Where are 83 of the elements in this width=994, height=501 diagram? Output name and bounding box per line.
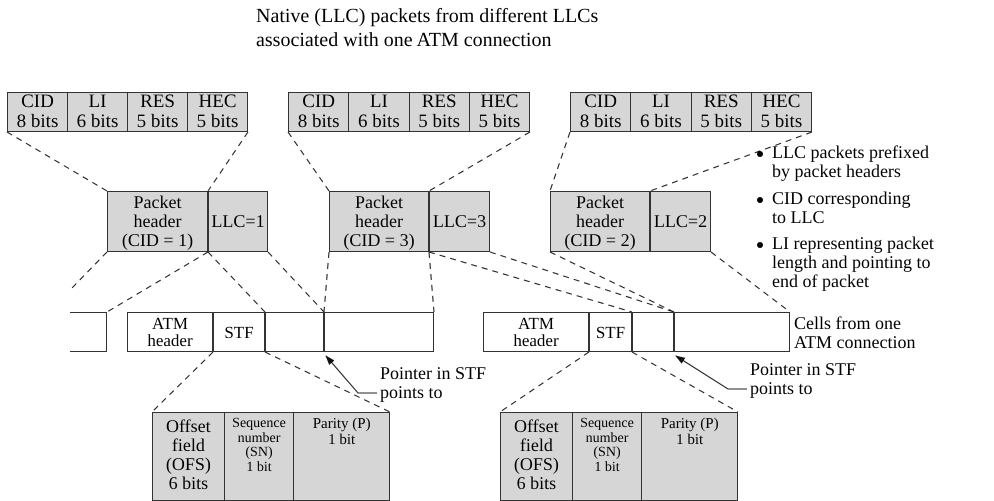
projection-line bbox=[490, 251, 674, 313]
bit-width: 8 bits bbox=[298, 112, 340, 132]
bit-width: 5 bits bbox=[418, 112, 460, 132]
field-name: LI bbox=[370, 92, 388, 112]
field-name: HEC bbox=[198, 92, 236, 112]
cell-box bbox=[70, 312, 107, 352]
bit-width: 5 bits bbox=[136, 112, 178, 132]
field-group-box bbox=[7, 92, 248, 132]
field-name: CID bbox=[302, 92, 335, 112]
field-box: LLC=2 bbox=[650, 191, 711, 252]
field-box: LLC=1 bbox=[208, 191, 268, 252]
pointer-arrow bbox=[325, 355, 377, 394]
projection-line bbox=[500, 352, 590, 412]
projection-line bbox=[152, 352, 214, 412]
field-name: Sequence number (SN) bbox=[231, 417, 287, 461]
bit-width: 1 bit bbox=[676, 432, 704, 448]
bit-width: 6 bits bbox=[76, 112, 118, 132]
projection-line bbox=[264, 352, 390, 412]
bit-width: 5 bits bbox=[478, 112, 520, 132]
projection-line bbox=[208, 132, 248, 192]
projection-line bbox=[550, 252, 674, 312]
bit-width: 5 bits bbox=[760, 112, 802, 132]
bit-width: 6 bits bbox=[358, 112, 400, 132]
bit-width: 1 bit bbox=[246, 461, 272, 476]
pointer-note: Pointer in STF points to bbox=[380, 364, 515, 404]
cell-box bbox=[265, 312, 324, 352]
field-group-box bbox=[500, 412, 738, 501]
bit-width: 1 bit bbox=[328, 432, 356, 448]
projection-line bbox=[428, 252, 435, 312]
pointer-arrow bbox=[675, 355, 747, 390]
field-name: LI bbox=[652, 92, 670, 112]
bit-width: 8 bits bbox=[580, 112, 622, 132]
bullet-note: LLC packets prefixed by packet headers bbox=[772, 143, 930, 181]
projection-line bbox=[288, 132, 330, 192]
projection-line bbox=[428, 251, 632, 313]
field-group-box bbox=[152, 412, 390, 501]
field-name: RES bbox=[140, 92, 175, 112]
field-box: STF bbox=[213, 312, 265, 352]
field-name: Parity (P) bbox=[312, 417, 371, 433]
bit-width: 5 bits bbox=[700, 112, 742, 132]
field-name: CID bbox=[21, 92, 54, 112]
bit-width: 6 bits bbox=[168, 474, 208, 493]
projection-line bbox=[70, 252, 108, 290]
bullet-note: LI representing packet length and pointing to end of packet bbox=[772, 234, 935, 291]
pointer-note: Pointer in STF points to bbox=[750, 360, 885, 400]
projection-line bbox=[208, 252, 266, 312]
field-box: ATM header bbox=[483, 312, 589, 352]
field-box: ATM header bbox=[127, 312, 213, 352]
bit-width: 5 bits bbox=[196, 112, 238, 132]
cell-box bbox=[324, 312, 434, 352]
projection-line bbox=[268, 252, 324, 312]
projection-line bbox=[6, 132, 108, 192]
field-box: STF bbox=[589, 312, 632, 352]
field-group-box bbox=[570, 92, 812, 132]
cells-label: Cells from one ATM connection bbox=[794, 314, 916, 352]
projection-line bbox=[632, 352, 738, 412]
field-box: Packet header (CID = 2) bbox=[550, 191, 650, 252]
field-name: Offset field (OFS) bbox=[512, 417, 560, 474]
field-name: CID bbox=[584, 92, 617, 112]
field-group-box bbox=[288, 92, 530, 132]
bit-width: 1 bit bbox=[594, 461, 620, 476]
field-name: Sequence number (SN) bbox=[579, 417, 635, 461]
bullet-note: CID corresponding to LLC bbox=[772, 189, 912, 227]
field-name: HEC bbox=[480, 92, 518, 112]
bit-width: 6 bits bbox=[516, 474, 556, 493]
projection-line bbox=[549, 132, 571, 192]
field-name: RES bbox=[422, 92, 457, 112]
bit-width: 8 bits bbox=[16, 112, 58, 132]
field-name: RES bbox=[704, 92, 739, 112]
projection-line bbox=[428, 132, 530, 192]
field-box: Packet header (CID = 1) bbox=[107, 191, 208, 252]
cell-box bbox=[632, 312, 674, 352]
title: Native (LLC) packets from different LLCs associated with one ATM connection bbox=[256, 4, 600, 52]
projection-line bbox=[106, 252, 208, 312]
field-name: Offset field (OFS) bbox=[164, 417, 212, 474]
field-name: HEC bbox=[762, 92, 800, 112]
projection-line bbox=[323, 252, 330, 312]
field-name: Parity (P) bbox=[660, 417, 719, 433]
projection-line bbox=[650, 131, 812, 192]
field-box: LLC=3 bbox=[429, 191, 490, 252]
field-name: LI bbox=[88, 92, 106, 112]
bit-width: 6 bits bbox=[640, 112, 682, 132]
field-box: Packet header (CID = 3) bbox=[329, 191, 429, 252]
